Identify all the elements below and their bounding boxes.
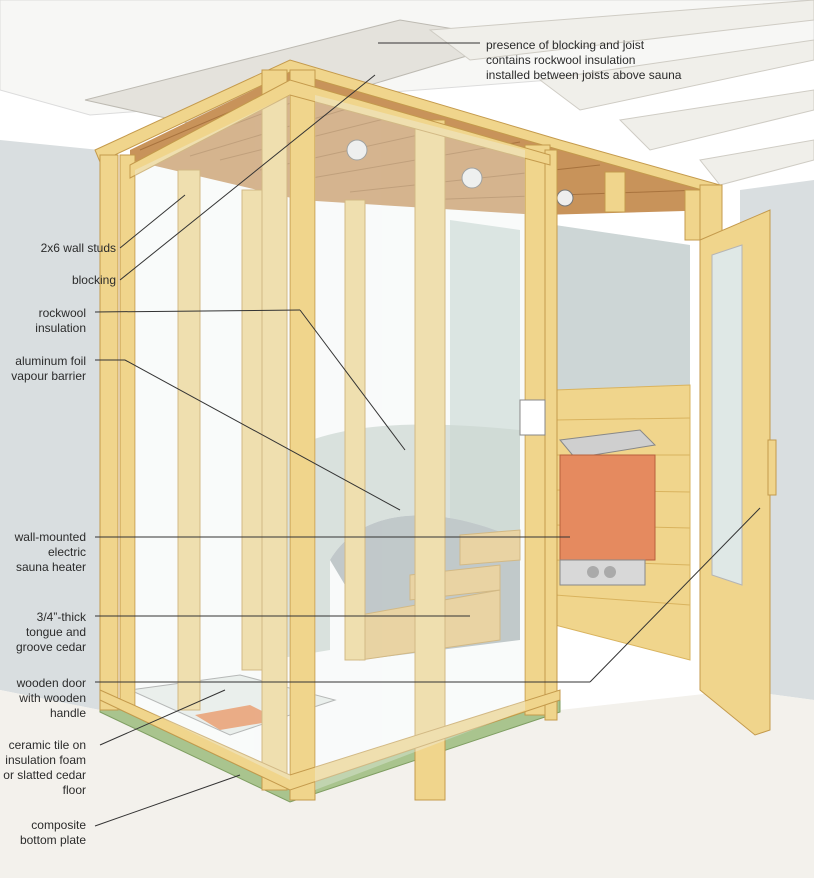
wall-framing xyxy=(94,59,723,801)
glass-panels xyxy=(135,95,525,790)
label-heater: wall-mounted electric sauna heater xyxy=(14,530,86,574)
back-wall xyxy=(0,140,100,710)
label-wall-studs: 2x6 wall studs xyxy=(40,241,116,255)
label-cedar: 3/4”-thick tongue and groove cedar xyxy=(15,610,86,654)
ceiling-joists xyxy=(0,0,814,186)
label-rockwool: rockwool insulation xyxy=(35,306,86,335)
sauna-door xyxy=(519,209,777,736)
sauna-heater xyxy=(559,429,657,586)
label-blocking: blocking xyxy=(71,273,116,287)
leader-lines xyxy=(94,42,761,827)
room-floor xyxy=(0,690,814,878)
label-foil: aluminum foil vapour barrier xyxy=(11,354,86,383)
label-joist: presence of blocking and joist contains … xyxy=(486,38,682,82)
label-bottom-plate: composite bottom plate xyxy=(19,818,86,847)
label-floor: ceramic tile on insulation foam or slatt… xyxy=(3,738,86,797)
label-door: wooden door with wooden handle xyxy=(16,676,86,720)
